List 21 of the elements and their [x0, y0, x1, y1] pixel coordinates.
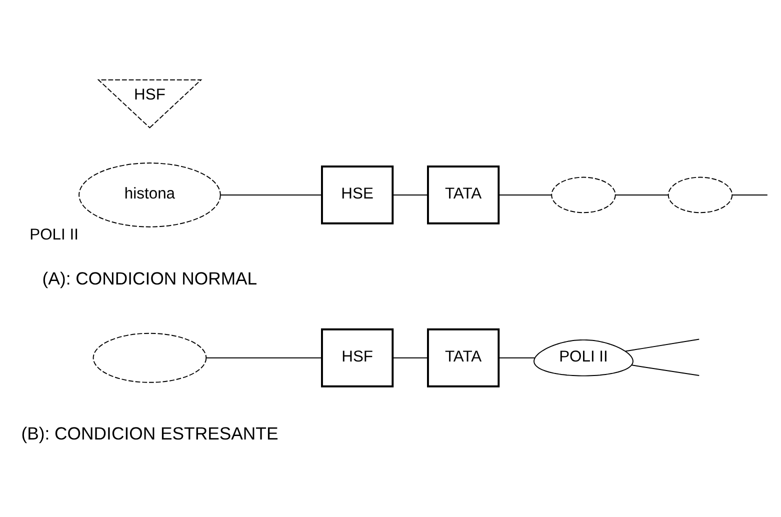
- connector: [498, 357, 536, 358]
- connector: [392, 357, 428, 358]
- connector: [631, 364, 700, 376]
- connector: [220, 194, 322, 196]
- node-ellipse: [92, 332, 207, 383]
- node-box: HSF: [321, 328, 394, 388]
- node-box: TATA: [427, 328, 500, 388]
- node-box: TATA: [427, 166, 500, 224]
- label: (B): CONDICION ESTRESANTE: [21, 424, 278, 444]
- node-label: POLI II: [30, 226, 78, 244]
- connector: [498, 194, 552, 196]
- connector: [732, 194, 768, 196]
- connector: [624, 338, 700, 352]
- label: (A): CONDICION NORMAL: [42, 268, 258, 289]
- connector: [206, 357, 322, 358]
- node-ellipse: [668, 176, 733, 214]
- node-ellipse: [551, 176, 616, 214]
- node-ellipse: histona: [78, 162, 221, 228]
- node-box: HSE: [321, 166, 394, 224]
- connector: [615, 194, 669, 196]
- connector: [392, 194, 428, 196]
